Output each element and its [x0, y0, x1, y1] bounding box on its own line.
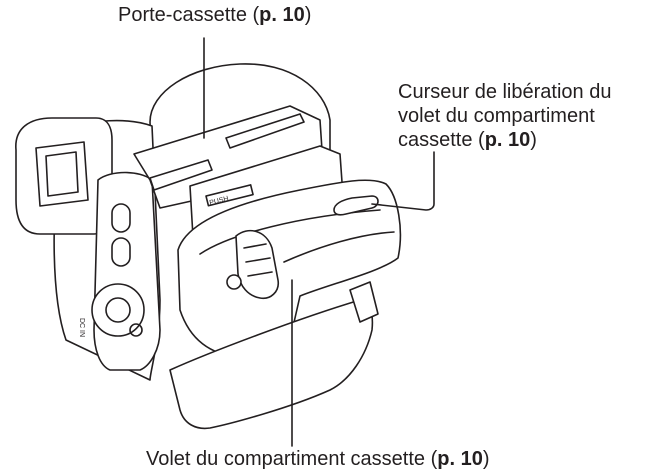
label-release-line-1: Curseur de libération du — [398, 81, 612, 103]
label-compartment-cover-close: ) — [482, 448, 490, 470]
push-label: PUSH — [209, 195, 230, 206]
cassette-tray-slot-2 — [225, 113, 305, 149]
label-compartment-cover: Volet du compartiment cassette (p. 10) — [146, 447, 490, 471]
label-cassette-tray-close: ) — [304, 4, 312, 26]
cover-ridge-2 — [283, 231, 395, 263]
label-release-ref: p. 10 — [484, 129, 531, 151]
power-dial-button — [129, 323, 143, 337]
label-release-line-3: cassette (p. 10) — [398, 128, 611, 152]
cassette-tray-slot — [149, 159, 213, 191]
label-cassette-tray-ref: p. 10 — [259, 4, 305, 26]
cover-screw — [226, 274, 242, 290]
label-cassette-tray-text: Porte-cassette ( — [118, 4, 260, 26]
strap-buckle — [349, 281, 379, 323]
label-compartment-cover-text: Volet du compartiment cassette ( — [146, 448, 438, 470]
label-cassette-tray: Porte-cassette (p. 10) — [118, 3, 311, 27]
power-dial-center — [105, 297, 131, 323]
panel-button-1 — [111, 203, 131, 233]
label-release-line-2: volet du compartiment — [398, 105, 595, 127]
label-release-line-3-text: cassette ( — [398, 129, 485, 151]
panel-button-2 — [111, 237, 131, 267]
label-release-slider: Curseur de libération du volet du compar… — [398, 80, 611, 152]
hand-strap — [169, 299, 374, 430]
label-release-close: ) — [530, 129, 537, 151]
release-slider — [333, 195, 379, 216]
viewfinder-window — [35, 141, 89, 207]
dc-in-label: DC IN — [78, 318, 85, 337]
leader-release — [371, 151, 435, 211]
control-panel — [93, 171, 161, 371]
push-label-box — [205, 184, 254, 207]
label-compartment-cover-ref: p. 10 — [437, 448, 483, 470]
viewfinder-window-inner — [45, 151, 79, 197]
cover-knob-groove — [243, 243, 273, 277]
power-dial — [91, 283, 145, 337]
